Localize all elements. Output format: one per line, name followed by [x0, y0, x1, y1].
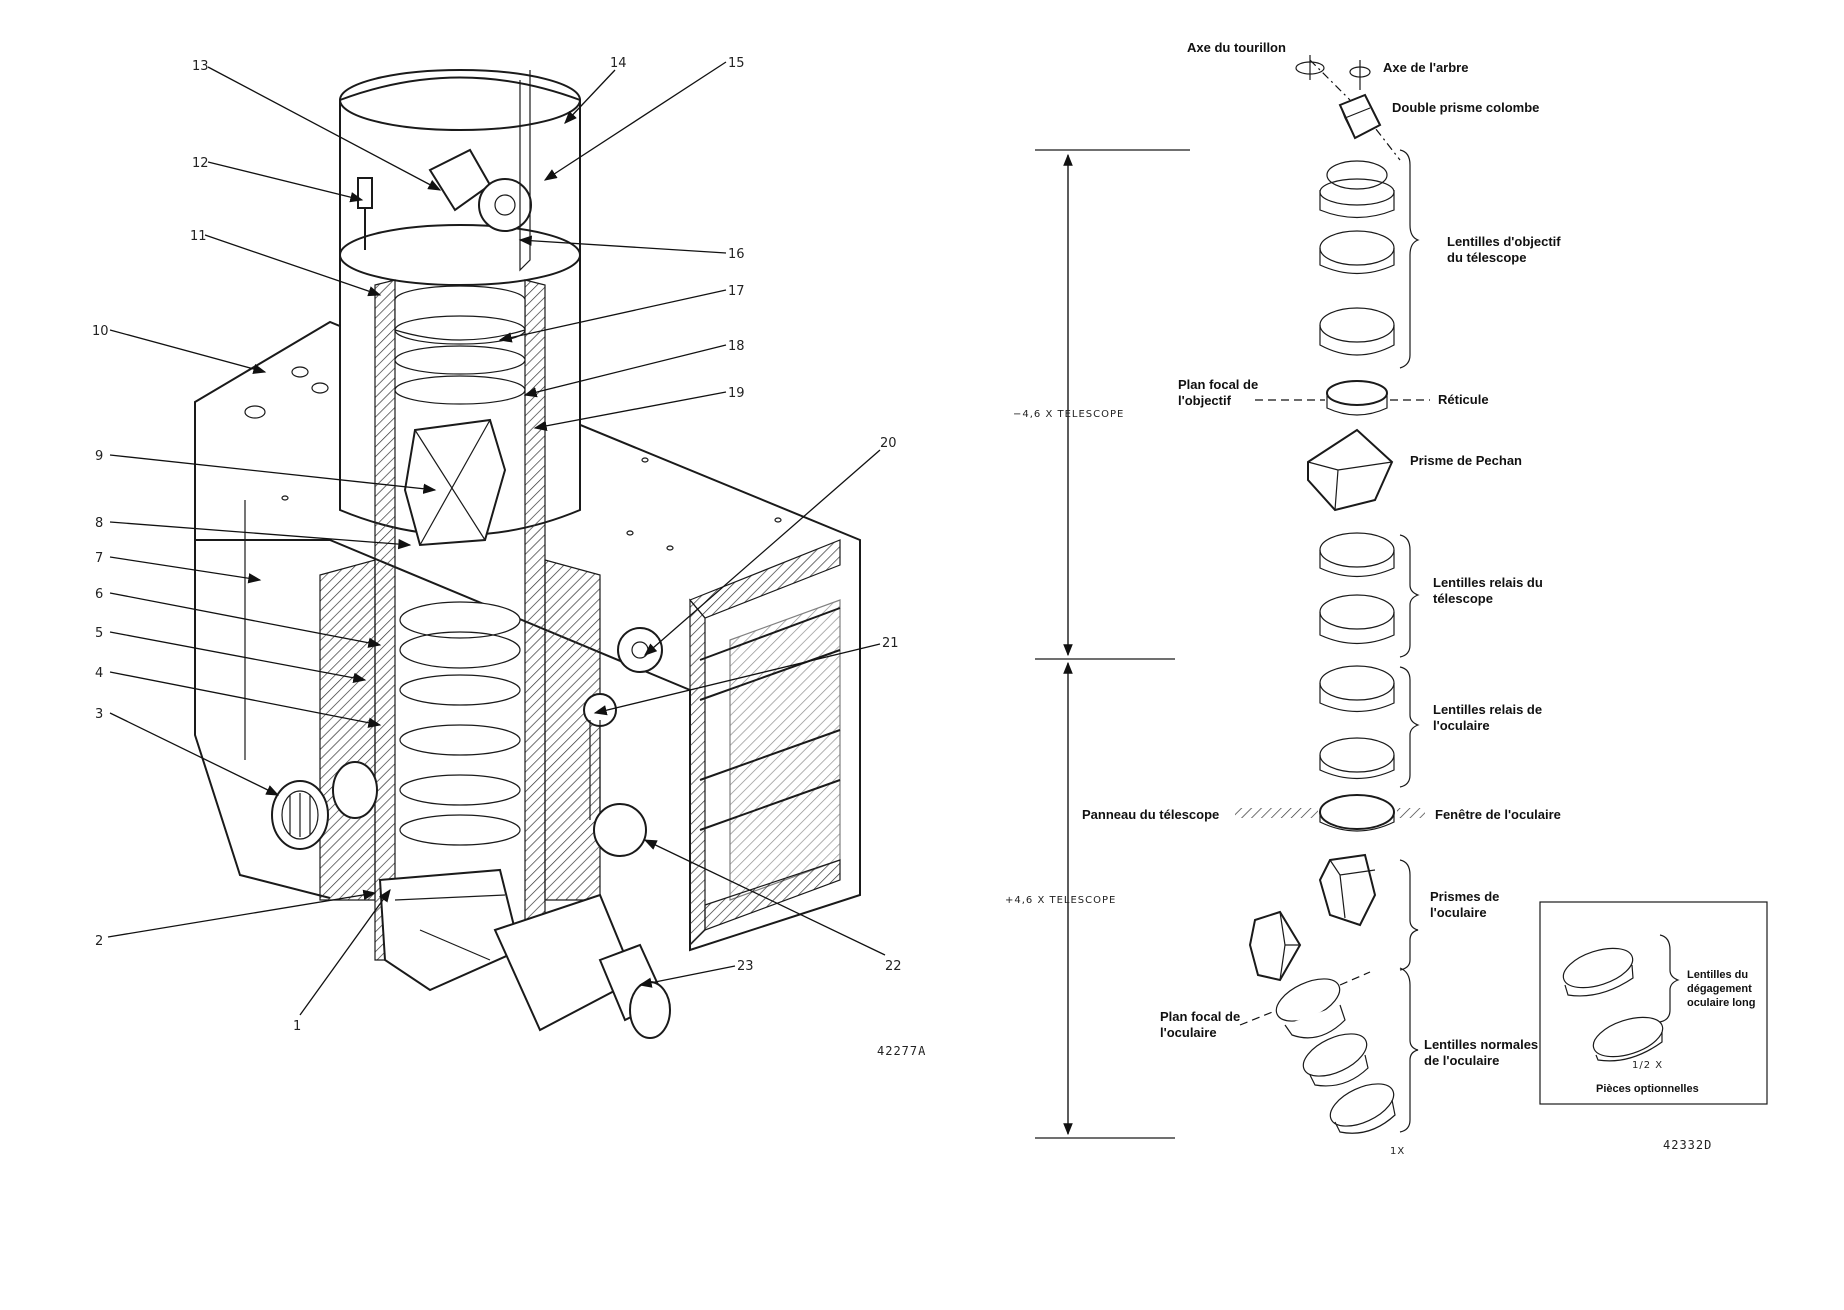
optical-labels: Axe du tourillon Axe de l'arbre Double p… [1005, 40, 1755, 1157]
callout-8: 8 [95, 516, 103, 531]
label-reticle: Réticule [1438, 392, 1489, 407]
label-shaft-axis: Axe de l'arbre [1383, 60, 1468, 75]
callout-5: 5 [95, 626, 103, 641]
callout-7: 7 [95, 551, 103, 566]
callout-21: 21 [882, 636, 899, 651]
callout-16: 16 [728, 247, 745, 262]
label-objective-lenses-1: Lentilles d'objectif [1447, 234, 1561, 249]
label-objective-focal-2: l'objectif [1178, 393, 1232, 408]
label-relay-telescope-1: Lentilles relais du [1433, 575, 1543, 590]
dimension-one-x: 1X [1390, 1146, 1405, 1157]
label-normal-eyepiece-1: Lentilles normales [1424, 1037, 1538, 1052]
callout-10: 10 [92, 324, 109, 339]
callout-17: 17 [728, 284, 745, 299]
callout-22: 22 [885, 959, 902, 974]
optional-parts-box [1539, 901, 1768, 1105]
dimension-minus-telescope: −4,6 X TELESCOPE [1013, 409, 1124, 420]
optical-path-diagram [1035, 55, 1768, 1139]
callout-14: 14 [610, 56, 627, 71]
callout-18: 18 [728, 339, 745, 354]
callout-9: 9 [95, 449, 103, 464]
label-objective-lenses-2: du télescope [1447, 250, 1526, 265]
label-long-relief-2: dégagement [1687, 983, 1752, 995]
drawing-number-right: 42332D [1663, 1138, 1712, 1152]
callout-23: 23 [737, 959, 754, 974]
callout-2: 2 [95, 934, 103, 949]
label-eyepiece-focal-1: Plan focal de [1160, 1009, 1240, 1024]
callout-12: 12 [192, 156, 209, 171]
callout-6: 6 [95, 587, 103, 602]
label-pechan-prism: Prisme de Pechan [1410, 453, 1522, 468]
label-trunnion-axis: Axe du tourillon [1187, 40, 1286, 55]
label-eyepiece-window: Fenêtre de l'oculaire [1435, 807, 1561, 822]
label-normal-eyepiece-2: de l'oculaire [1424, 1053, 1499, 1068]
callout-11: 11 [190, 229, 207, 244]
label-eyepiece-prisms-1: Prismes de [1430, 889, 1499, 904]
label-relay-eyepiece-2: l'oculaire [1433, 718, 1490, 733]
callout-19: 19 [728, 386, 745, 401]
periscope-cutaway-drawing [194, 69, 861, 1039]
label-eyepiece-focal-2: l'oculaire [1160, 1025, 1217, 1040]
callout-numbers: 1 2 3 4 5 6 7 8 9 10 11 12 13 14 15 16 1… [92, 56, 926, 1058]
dimension-plus-telescope: +4,6 X TELESCOPE [1005, 895, 1116, 906]
label-long-relief-1: Lentilles du [1687, 969, 1748, 981]
callout-15: 15 [728, 56, 745, 71]
callout-leaders [107, 61, 886, 1016]
label-eyepiece-prisms-2: l'oculaire [1430, 905, 1487, 920]
label-dove-prism: Double prisme colombe [1392, 100, 1539, 115]
label-long-relief-3: oculaire long [1687, 997, 1755, 1009]
label-objective-focal-1: Plan focal de [1178, 377, 1258, 392]
label-half-x: 1/2 X [1632, 1060, 1663, 1071]
callout-20: 20 [880, 436, 897, 451]
callout-1: 1 [293, 1019, 301, 1034]
label-telescope-panel: Panneau du télescope [1082, 807, 1219, 822]
label-relay-eyepiece-1: Lentilles relais de [1433, 702, 1542, 717]
drawing-number-left: 42277A [877, 1044, 926, 1058]
callout-3: 3 [95, 707, 103, 722]
callout-13: 13 [192, 59, 209, 74]
label-optional-parts: Pièces optionnelles [1596, 1083, 1699, 1095]
label-relay-telescope-2: télescope [1433, 591, 1493, 606]
callout-4: 4 [95, 666, 103, 681]
